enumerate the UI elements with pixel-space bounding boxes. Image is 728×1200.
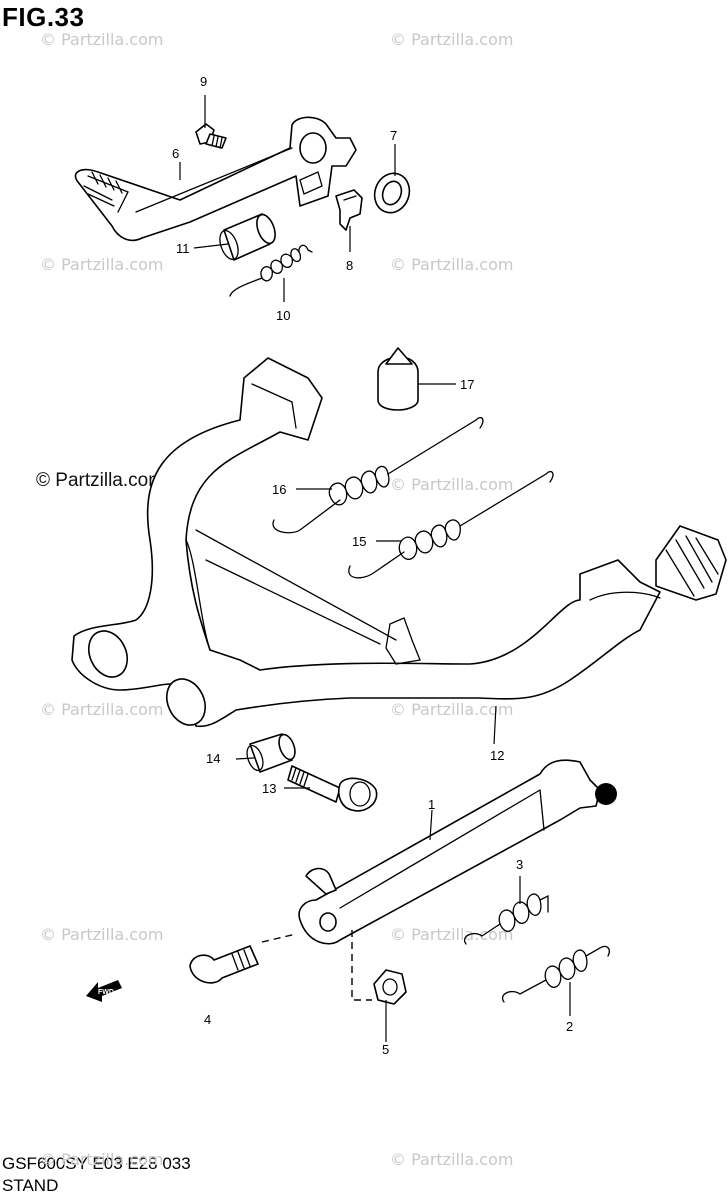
watermark: © Partzilla.com — [40, 1150, 163, 1169]
callout-label: 3 — [516, 857, 523, 872]
callout-label: 5 — [382, 1042, 389, 1057]
callout-label: 17 — [460, 377, 474, 392]
callout-label: 2 — [566, 1019, 573, 1034]
leader-lines — [179, 95, 571, 1042]
callout-label: 4 — [204, 1012, 211, 1027]
bolt-part-4 — [189, 945, 259, 984]
center-stand-part-12 — [71, 357, 661, 728]
watermark: © Partzilla.com — [390, 255, 513, 274]
part-labels: 1 2 3 4 5 6 7 8 9 10 11 12 13 14 15 16 1… — [172, 74, 573, 1057]
watermark: © Partzilla.com — [40, 255, 163, 274]
spring-part-3 — [463, 893, 549, 945]
watermark: © Partzilla.com — [40, 700, 163, 719]
callout-label: 6 — [172, 146, 179, 161]
stopper-part-17 — [377, 347, 419, 411]
brake-pedal-part-6 — [74, 116, 357, 242]
nut-part-5 — [373, 969, 407, 1005]
washer-part-7 — [373, 172, 411, 214]
watermark: © Partzilla.com — [390, 700, 513, 719]
watermark-copyright: © Partzilla.com — [36, 470, 165, 491]
stand-foot-pad — [655, 525, 727, 601]
spring-part-16 — [272, 416, 484, 534]
bolt-part-13 — [287, 765, 378, 812]
watermark: © Partzilla.com — [40, 925, 163, 944]
callout-label: 10 — [276, 308, 290, 323]
figure-title: FIG.33 — [2, 2, 85, 32]
assembly-line — [351, 930, 372, 1001]
side-stand-part-1 — [298, 759, 601, 945]
watermark: © Partzilla.com — [390, 925, 513, 944]
footer-model-code: GSF600SY E03 E28 033 — [2, 1154, 191, 1173]
callout-label: 1 — [428, 797, 435, 812]
cotter-pin-part-8 — [335, 189, 363, 231]
callout-label: 8 — [346, 258, 353, 273]
callout-label: 12 — [490, 748, 504, 763]
bushing-part-11 — [219, 213, 276, 261]
callout-label: 16 — [272, 482, 286, 497]
forward-direction-arrow: FWD — [86, 980, 122, 1002]
fwd-label: FWD — [98, 989, 114, 996]
assembly-line — [261, 933, 297, 943]
spacer-part-14 — [246, 733, 296, 773]
footer-section-name: STAND — [2, 1176, 59, 1195]
watermark-group: © Partzilla.com © Partzilla.com © Partzi… — [40, 30, 513, 1169]
callout-label: 14 — [206, 751, 220, 766]
watermark: © Partzilla.com — [390, 1150, 513, 1169]
spring-part-10 — [229, 244, 313, 297]
watermark: © Partzilla.com — [390, 30, 513, 49]
callout-label: 13 — [262, 781, 276, 796]
callout-label: 11 — [176, 241, 190, 256]
watermark: © Partzilla.com — [40, 30, 163, 49]
callout-label: 15 — [352, 534, 366, 549]
callout-label: 9 — [200, 74, 207, 89]
watermark: © Partzilla.com — [390, 475, 513, 494]
spring-part-15 — [348, 470, 554, 579]
callout-label: 7 — [390, 128, 397, 143]
side-stand-knob — [595, 783, 617, 805]
bolt-part-9 — [195, 123, 227, 149]
spring-part-2 — [501, 945, 610, 1003]
